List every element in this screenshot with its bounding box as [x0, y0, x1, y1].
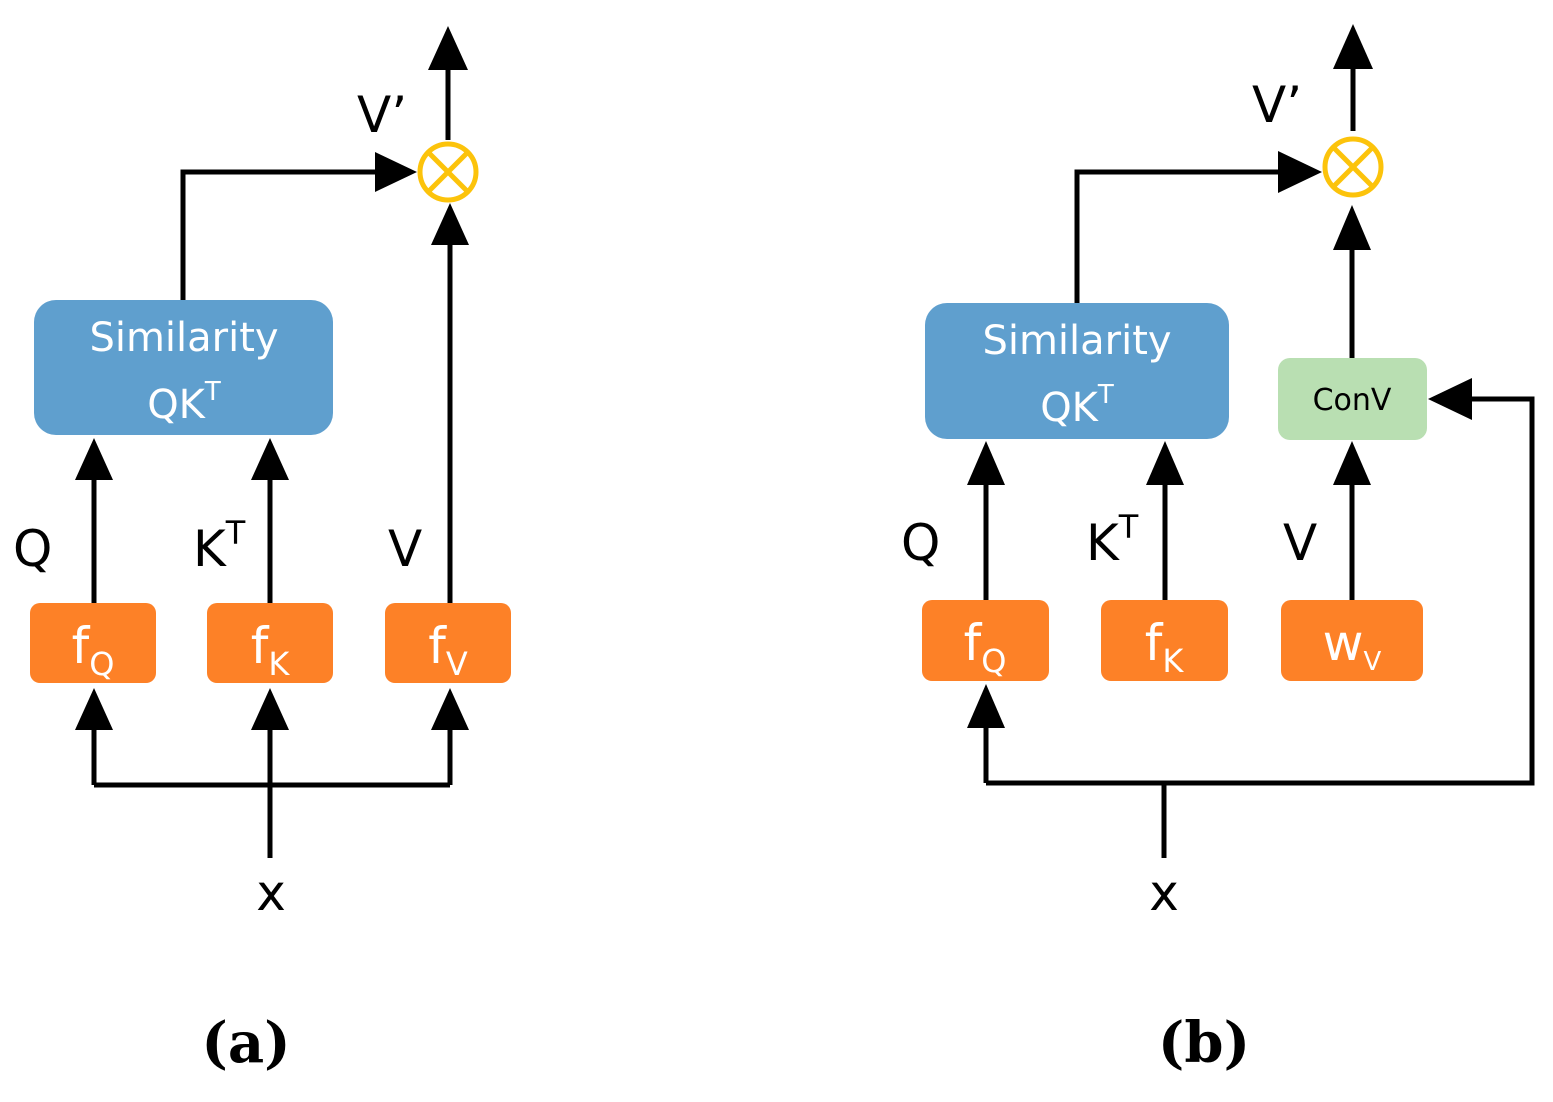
arrowhead-v-a	[431, 203, 469, 245]
panel-b: Similarity QKT ConV fQ fK wV Q KT V V’ x…	[901, 24, 1535, 1076]
similarity-formula-b: QKT	[1040, 380, 1114, 431]
fv-label-a: fV	[428, 617, 468, 683]
arrowhead-conv-out-b	[1333, 205, 1371, 250]
conv-label-b: ConV	[1313, 383, 1392, 418]
similarity-box-a	[34, 300, 333, 435]
fq-box-b	[922, 600, 1049, 681]
fk-box-b	[1101, 600, 1228, 681]
arrowhead-similarity-a	[375, 152, 417, 192]
arrowhead-conv-in-b	[1428, 378, 1472, 420]
fq-box-a	[30, 603, 156, 683]
fq-label-b: fQ	[964, 614, 1007, 680]
fk-label-a: fK	[251, 617, 291, 683]
v-prime-label-b: V’	[1252, 76, 1302, 134]
x-split-wire-b	[986, 396, 1535, 786]
similarity-title-b: Similarity	[982, 318, 1171, 364]
fv-box-a	[385, 603, 511, 683]
arrowhead-output-a	[428, 26, 468, 70]
wv-box-b	[1281, 600, 1423, 681]
arrowhead-fk-in-a	[251, 688, 289, 730]
v-label-a: V	[388, 520, 422, 578]
q-label-a: Q	[13, 520, 52, 578]
fq-label-a: fQ	[72, 617, 115, 683]
arrowhead-fq-in-a	[75, 688, 113, 730]
similarity-box-b	[925, 303, 1229, 439]
arrowhead-fq-in-b	[967, 684, 1005, 728]
arrowhead-k-b	[1146, 441, 1184, 485]
similarity-title-a: Similarity	[89, 315, 278, 361]
fk-box-a	[207, 603, 333, 683]
v-label-b: V	[1283, 514, 1317, 572]
panel-a: Similarity QKT fQ fK fV Q KT V V’ x (a)	[13, 26, 511, 1076]
arrowhead-q-a	[75, 438, 113, 480]
circled-times-icon	[417, 141, 479, 203]
arrowhead-k-a	[251, 438, 289, 480]
x-label-b: x	[1149, 864, 1179, 922]
k-label-b: KT	[1086, 508, 1139, 572]
similarity-formula-a: QKT	[147, 377, 221, 428]
arrowhead-fv-in-a	[431, 688, 469, 730]
q-label-b: Q	[901, 514, 940, 572]
fk-label-b: fK	[1145, 614, 1185, 680]
similarity-out-wire-b	[1074, 169, 1282, 303]
arrowhead-q-b	[967, 441, 1005, 485]
caption-b: (b)	[1158, 1010, 1250, 1076]
arrowhead-v-b	[1333, 441, 1371, 485]
wv-label-b: wV	[1323, 614, 1382, 677]
similarity-out-wire-a	[180, 169, 380, 300]
conv-box-b	[1278, 358, 1427, 440]
arrowhead-output-b	[1333, 24, 1373, 69]
v-prime-label-a: V’	[357, 86, 407, 144]
arrowhead-similarity-b	[1278, 151, 1322, 193]
circled-times-icon	[1322, 136, 1384, 198]
caption-a: (a)	[201, 1010, 290, 1076]
x-label-a: x	[256, 864, 286, 922]
k-label-a: KT	[193, 514, 246, 578]
